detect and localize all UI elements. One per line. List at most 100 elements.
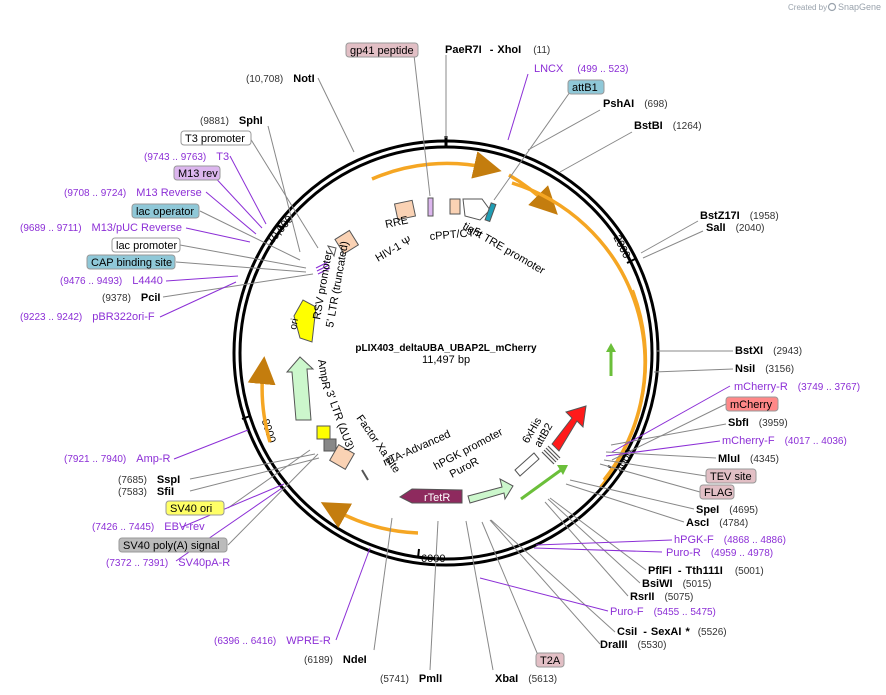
- primer-sv40pa-r: (7372 .. 7391) SV40pA-R: [106, 557, 230, 569]
- enzyme-draiii: DraIII(5530): [600, 639, 666, 651]
- cppt-label: cPPT/CTS: [429, 227, 482, 243]
- enzyme-name: RsrII: [630, 591, 654, 603]
- box-text: mCherry: [730, 399, 773, 411]
- features: ori rTetR: [285, 197, 587, 504]
- hatch-line: [315, 261, 329, 269]
- rTetR-feature: [399, 488, 463, 504]
- primer-wpre-r: (6396 .. 6416)WPRE-R: [214, 635, 331, 647]
- primer-range: (499 .. 523): [577, 64, 628, 75]
- leader-sv40polyA: [227, 453, 319, 546]
- enzyme-pos: (2943): [773, 346, 802, 357]
- enzyme-labels: PaeR7I-XhoI(11) PshAI(698) BstBI(1264) B…: [102, 44, 802, 685]
- enzyme-pos: (5741): [380, 674, 409, 685]
- primer-range: (9689 .. 9711): [20, 223, 82, 234]
- leader-cap: [175, 261, 307, 273]
- leader-sspi: [189, 453, 316, 480]
- tre-promoter-feature: [462, 198, 491, 221]
- leader-sfii: [189, 457, 320, 492]
- box-text: lac promoter: [116, 240, 177, 252]
- enzyme-star: *: [685, 626, 690, 638]
- leader-flag: [599, 463, 701, 493]
- tick-6000: [417, 548, 420, 559]
- primer-name: M13 Reverse: [136, 187, 201, 199]
- leader-pcii: [162, 273, 314, 298]
- primer-range: (7921 .. 7940): [64, 454, 126, 465]
- enzyme-name: SphI: [239, 115, 263, 127]
- leader-amp-r: [173, 429, 249, 460]
- primer-m13-reverse: (9708 .. 9724)M13 Reverse: [64, 187, 202, 199]
- primer-range: (7372 .. 7391): [106, 558, 168, 569]
- enzyme-name: BstBI: [634, 120, 663, 132]
- primer-leaders: [159, 73, 731, 641]
- leader-pmli: [429, 520, 439, 671]
- box-lac-promoter: lac promoter: [111, 237, 181, 253]
- box-bg: [180, 130, 252, 146]
- box-mcherry: mCherry: [725, 396, 779, 412]
- box-bg: [705, 468, 757, 484]
- enzyme-pos: (5613): [528, 674, 557, 685]
- primer-name: M13/pUC Reverse: [92, 222, 182, 234]
- sv40-polyA-feature: [323, 438, 337, 452]
- box-gp41: gp41 peptide: [345, 42, 419, 58]
- enzyme-bstz17i: BstZ17I(1958): [700, 210, 779, 222]
- leader-csii: [490, 519, 616, 633]
- primer-range: (4017 .. 4036): [785, 436, 847, 447]
- box-text: T2A: [540, 655, 561, 667]
- hiv-psi-feature: [334, 229, 360, 255]
- leader-pshai: [527, 109, 601, 151]
- enzyme-pos: (6189): [304, 655, 333, 666]
- enzyme-name: MluI: [718, 453, 740, 465]
- leader-t3-promoter: [249, 137, 319, 249]
- primer-mcherry-r: mCherry-R(3749 .. 3767): [734, 381, 860, 393]
- box-text: T3 promoter: [185, 133, 245, 145]
- primer-name: Amp-R: [136, 453, 170, 465]
- rre-label: RRE: [384, 214, 409, 231]
- box-bg: [111, 237, 181, 253]
- orf-arc-left: [247, 356, 276, 443]
- primer-name: L4440: [132, 275, 163, 287]
- leader-t3: [229, 155, 267, 225]
- enzyme-sspi: (7685)SspI: [118, 474, 180, 486]
- enzyme-name: PflFI: [648, 565, 672, 577]
- box-text: CAP binding site: [91, 257, 172, 269]
- leader-spei: [569, 479, 695, 510]
- enzyme-pshai: PshAI(698): [603, 98, 668, 110]
- leader-mcherry: [611, 403, 727, 461]
- leader-draiii: [489, 519, 601, 645]
- enzyme-sphi: (9881) SphI: [200, 115, 263, 127]
- primer-name: LNCX: [534, 63, 564, 75]
- enzyme-csii: CsiI-SexAI*(5526): [617, 626, 727, 638]
- box-bg: [535, 652, 565, 668]
- sv40-ori-feature: [316, 425, 331, 440]
- enzyme-pos: (7685): [118, 475, 147, 486]
- box-bg: [165, 500, 225, 516]
- enzyme-spei: SpeI(4695): [696, 504, 758, 516]
- ampR-label: AmpR: [315, 358, 332, 390]
- enzyme-pos: (9881): [200, 116, 229, 127]
- leader-ebv-rev: [181, 483, 285, 528]
- hiv-psi-label: HIV-1 Ψ: [374, 234, 414, 264]
- boxed-labels: gp41 peptide attB1 mCherry TEV site FLAG…: [86, 42, 779, 668]
- enzyme-name: BsiWI: [642, 578, 673, 590]
- plasmid-name: pLIX403_deltaUBA_UBAP2L_mCherry: [355, 343, 537, 354]
- orf-arc-bottom: [320, 502, 419, 535]
- enzyme-name: AscI: [686, 517, 709, 529]
- enzyme-pcii: (9378)PciI: [102, 292, 160, 304]
- hatch-line: [543, 449, 557, 463]
- lac-region-hatch: [315, 261, 331, 275]
- credit-brand: SnapGene: [838, 2, 881, 12]
- leader-rsrii: [544, 501, 629, 597]
- primer-pbr322: (9223 .. 9242)pBR322ori-F: [20, 311, 155, 323]
- hatch-line: [541, 451, 555, 465]
- enzyme-name: NdeI: [343, 654, 367, 666]
- enzyme-name: BstZ17I: [700, 210, 740, 222]
- primer-puro-r: Puro-R(4959 .. 4978): [666, 547, 773, 559]
- primer-name: SV40pA-R: [178, 557, 230, 569]
- box-text: attB1: [572, 82, 598, 94]
- box-sv40ori: SV40 ori: [165, 500, 225, 516]
- primer-range: (4868 .. 4886): [724, 535, 786, 546]
- attB2-hatch: [541, 445, 561, 465]
- tet-operator-feature: [484, 202, 497, 223]
- primer-t3: (9743 .. 9763)T3: [144, 151, 229, 163]
